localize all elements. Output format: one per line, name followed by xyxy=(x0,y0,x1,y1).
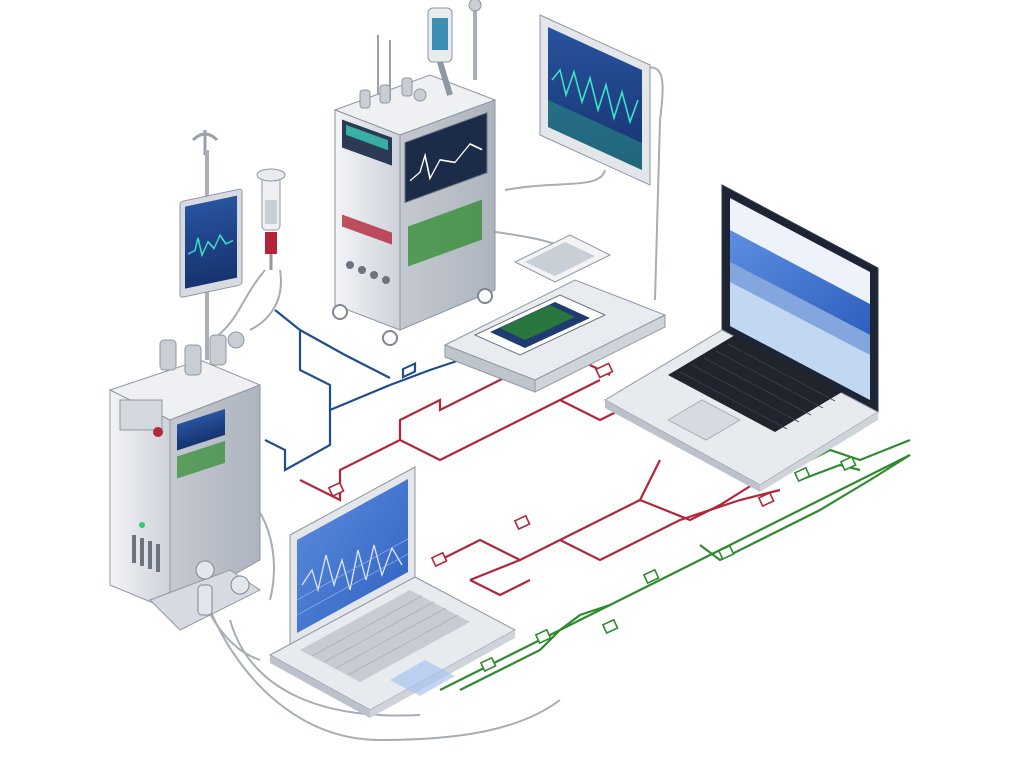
laptop-icon xyxy=(603,184,880,492)
green-link-nodes xyxy=(479,455,857,673)
tablet-dock-icon xyxy=(443,234,667,393)
medical-console-icon xyxy=(332,0,497,346)
infusion-pump-icon xyxy=(108,331,262,631)
green-link-lines xyxy=(439,438,911,691)
display-monitor-icon xyxy=(539,14,651,186)
laptop-icon xyxy=(268,466,517,718)
blue-link-lines xyxy=(264,309,461,472)
red-link-nodes xyxy=(327,362,775,568)
patient-monitor-icon xyxy=(179,130,286,360)
